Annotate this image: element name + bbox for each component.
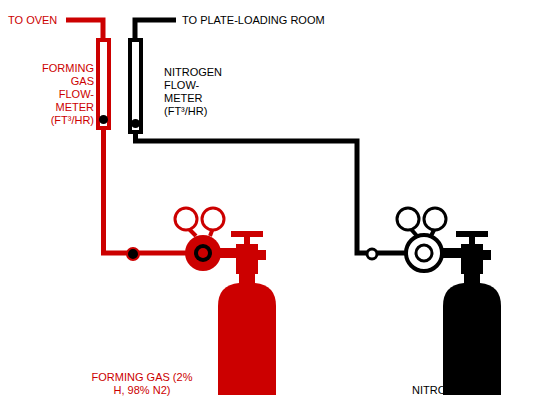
flow-ball [131, 119, 140, 128]
nitrogen-fitting [367, 249, 377, 259]
cylinder-label: FORMING GAS (2% H, 98% N2) [90, 371, 194, 397]
flowmeter-label: FORMING GAS FLOW- METER (FT³/HR) [36, 62, 94, 127]
gas-pipe [104, 130, 218, 253]
cylinder-label: NITROGEN [412, 384, 470, 397]
gas-cylinder: FORMING GAS (2% H, 98% N2) [215, 228, 279, 398]
flowmeter-label: NITROGEN FLOW- METER (FT³/HR) [164, 66, 230, 118]
gas-pipe [136, 134, 443, 253]
flowmeter: NITROGEN FLOW- METER (FT³/HR) [128, 38, 143, 134]
forming-gas-regulator [175, 208, 224, 271]
flowmeter: FORMING GAS FLOW- METER (FT³/HR) [96, 38, 111, 130]
destination-label: TO PLATE-LOADING ROOM [182, 14, 325, 27]
plate-room-pipe [135, 20, 176, 40]
cylinder-shape [215, 228, 279, 398]
flow-ball [99, 115, 108, 124]
gas-cylinder: NITROGEN [440, 228, 504, 398]
forming-gas-fitting [127, 248, 139, 260]
cylinder-shape [440, 228, 504, 398]
oven-pipe [66, 20, 103, 40]
destination-label: TO OVEN [8, 14, 57, 27]
nitrogen-regulator [397, 208, 446, 271]
